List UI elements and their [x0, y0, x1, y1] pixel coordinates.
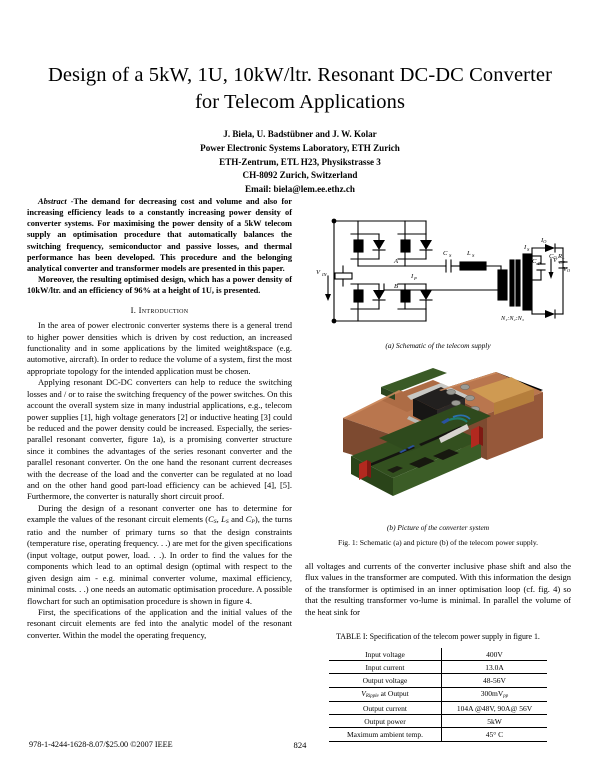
table-row: Output current 104A @48V, 90A@ 56V — [329, 700, 547, 715]
label-rl: RL — [558, 253, 565, 260]
table-row: Output voltage 48-56V — [329, 673, 547, 688]
section-heading-introduction: I. Introduction — [130, 305, 189, 316]
table-row: Input voltage 400V — [329, 648, 547, 661]
label-vin: V — [316, 269, 321, 276]
label-cp: C — [532, 258, 537, 265]
affiliation-city: CH-8092 Zurich, Switzerland — [242, 170, 358, 181]
table-body: Input voltage 400V Input current 13.0A O… — [329, 648, 547, 742]
table-cell-value: 5kW — [441, 714, 547, 728]
abstract-text-1: The demand for decreasing cost and volum… — [27, 197, 292, 273]
figure-1b-photo — [305, 358, 571, 521]
table-cell-value: 400V — [486, 649, 503, 659]
table-row: Maximum ambient temp. 45° C — [329, 727, 547, 742]
table-cell-value: 300mVpp — [441, 686, 547, 702]
right-column-paragraph: all voltages and currents of the convert… — [305, 561, 571, 617]
figure-1a-schematic: V IN A B C S L S I P I S C P V CP N₁:N₂: — [305, 204, 571, 339]
intro-paragraph-3: During the design of a resonant converte… — [27, 502, 292, 606]
label-node-a: A — [393, 258, 399, 265]
label-turns-ratio: N₁:N₂:N₃ — [500, 315, 524, 322]
schematic-output-svg — [558, 261, 568, 269]
right-column: V IN A B C S L S I P I S C P V CP N₁:N₂: — [305, 196, 571, 742]
page-title: Design of a 5kW, 1U, 10kW/ltr. Resonant … — [47, 64, 553, 114]
label-co: CO — [549, 253, 557, 260]
author-email: Email: biela@lem.ee.ethz.ch — [245, 184, 355, 195]
label-ip-sub: P — [413, 276, 417, 281]
table-cell-value: 45° C — [441, 727, 547, 742]
table-title: TABLE I: Specification of the telecom po… — [336, 632, 540, 642]
label-ip: I — [410, 273, 414, 280]
label-is: I — [523, 244, 527, 251]
label-cs-sub: S — [449, 253, 452, 258]
table-cell-key: Output power — [329, 714, 442, 728]
table-cell-key: Output voltage — [329, 673, 442, 688]
affiliation-address: ETH-Zentrum, ETL H23, Physikstrasse 3 — [219, 156, 381, 167]
footer-copyright: 978-1-4244-1628-8.07/$25.00 ©2007 IEEE — [29, 740, 173, 749]
intro-paragraph-1: In the area of power electronic converte… — [27, 320, 292, 376]
table-cell-key: VRipple at Output — [329, 686, 442, 702]
table-cell-value: 13.0A — [441, 660, 547, 674]
label-vo: VO — [563, 266, 571, 273]
table-cell-value: 104A @48V, 90A@ 56V — [441, 700, 547, 715]
table-row: Input current 13.0A — [329, 660, 547, 674]
table-cell-value: 48-56V — [441, 673, 547, 688]
intro-p3-part-a: During the design of a resonant converte… — [27, 502, 292, 525]
affiliation-lab: Power Electronic Systems Laboratory, ETH… — [200, 142, 400, 153]
table-row: Output power 5kW — [329, 714, 547, 728]
label-io: IO — [541, 237, 547, 244]
intro-paragraph-4: First, the specifications of the applica… — [27, 607, 292, 640]
abstract-label: Abstract - — [38, 197, 74, 206]
table-cell-key: Input current — [329, 660, 442, 674]
figure-caption-main: Fig. 1: Schematic (a) and picture (b) of… — [337, 538, 539, 547]
figure-caption-b: (b) Picture of the converter system — [386, 523, 490, 532]
converter-photo — [321, 360, 553, 515]
label-is-sub: S — [527, 247, 530, 252]
label-cp-sub: P — [537, 261, 541, 266]
table-cell-key: Input voltage — [329, 648, 442, 661]
label-ls-sub: S — [472, 253, 475, 258]
label-cs: C — [443, 250, 448, 257]
schematic-svg: V IN A B C S L S I P I S C P V CP N₁:N₂: — [316, 218, 565, 324]
abstract-paragraph-2: Moreover, the resulting optimised design… — [27, 274, 292, 295]
specification-table: Input voltage 400V Input current 13.0A O… — [329, 648, 547, 742]
left-column: Abstract -The demand for decreasing cost… — [27, 196, 292, 641]
footer-page-number: 824 — [293, 740, 307, 750]
label-ls: L — [466, 250, 471, 257]
author-block: J. Biela, U. Badstübner and J. W. Kolar … — [38, 128, 562, 197]
figure-caption-a: (a) Schematic of the telecom supply — [385, 341, 491, 350]
abstract-paragraph-1: Abstract -The demand for decreasing cost… — [27, 196, 292, 274]
table-cell-key: Output current — [329, 700, 442, 715]
label-vcp: V — [553, 257, 558, 264]
intro-paragraph-2: Applying resonant DC-DC converters can h… — [27, 377, 292, 502]
label-vin-sub: IN — [321, 272, 328, 277]
author-names: J. Biela, U. Badstübner and J. W. Kolar — [223, 129, 377, 139]
title-block: Design of a 5kW, 1U, 10kW/ltr. Resonant … — [38, 62, 562, 116]
intro-p3-part-b: ), the turns ratio and the number of pri… — [27, 514, 292, 606]
table-row: VRipple at Output 300mVpp — [329, 686, 547, 702]
label-node-b: B — [394, 283, 398, 290]
table-cell-key: Maximum ambient temp. — [329, 727, 442, 742]
